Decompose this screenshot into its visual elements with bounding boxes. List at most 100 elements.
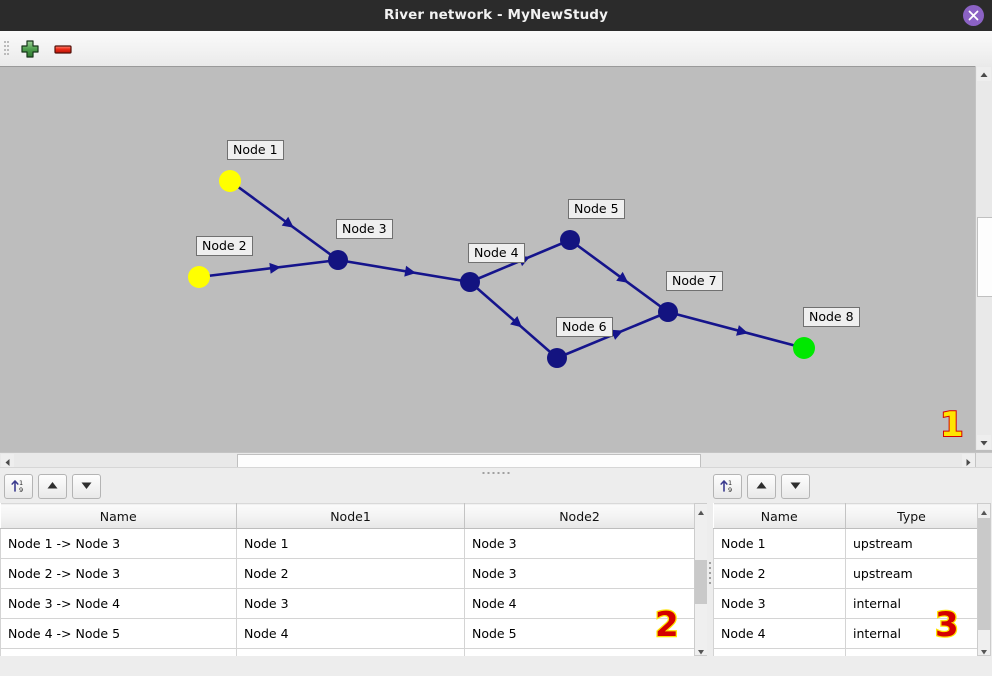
canvas-horizontal-scrollbar[interactable] xyxy=(0,452,976,469)
scroll-down-arrow-icon[interactable] xyxy=(977,435,991,449)
table-cell[interactable]: Node 3 xyxy=(464,558,694,589)
table-cell[interactable]: Node 3 xyxy=(713,588,846,619)
table-cell[interactable]: Node 4 xyxy=(713,618,846,649)
table-cell[interactable]: upstream xyxy=(845,528,977,559)
graph-node[interactable] xyxy=(658,302,678,322)
graph-edge[interactable] xyxy=(667,310,805,350)
table-cell[interactable]: Node 2 xyxy=(236,558,465,589)
table-cell[interactable]: internal xyxy=(845,618,977,649)
table-cell[interactable]: Node 5 xyxy=(464,618,694,649)
column-header-node1[interactable]: Node1 xyxy=(236,503,465,529)
graph-node-label[interactable]: Node 1 xyxy=(227,140,284,160)
graph-node[interactable] xyxy=(188,266,210,288)
sort-icon[interactable]: 1 9 xyxy=(713,474,742,499)
table-cell[interactable]: Node 1 xyxy=(236,528,465,559)
graph-node-label[interactable]: Node 7 xyxy=(666,271,723,291)
move-up-icon[interactable] xyxy=(38,474,67,499)
column-header-type[interactable]: Type xyxy=(845,503,977,529)
table-cell[interactable]: Node 2 -> Node 3 xyxy=(0,558,237,589)
delete-node-icon[interactable] xyxy=(52,38,74,60)
nodes-table-vertical-scrollbar[interactable] xyxy=(977,503,991,656)
move-down-icon[interactable] xyxy=(781,474,810,499)
canvas-vscroll-thumb[interactable] xyxy=(977,217,992,297)
graph-node-label[interactable]: Node 4 xyxy=(468,243,525,263)
table-cell[interactable]: Node 4 -> Node 5 xyxy=(0,618,237,649)
table-cell[interactable]: Node 4 xyxy=(236,618,465,649)
table-cell[interactable]: upstream xyxy=(845,558,977,589)
table-cell-empty xyxy=(236,648,465,656)
horizontal-splitter[interactable] xyxy=(0,467,992,477)
scrollbar-corner xyxy=(975,452,992,468)
graph-edge[interactable] xyxy=(337,258,471,284)
graph-node[interactable] xyxy=(328,250,348,270)
column-header-node2[interactable]: Node2 xyxy=(464,503,694,529)
scroll-right-arrow-icon[interactable] xyxy=(962,454,975,467)
column-header-name[interactable]: Name xyxy=(713,503,846,529)
table-cell[interactable]: Node 1 -> Node 3 xyxy=(0,528,237,559)
column-header-name[interactable]: Name xyxy=(0,503,237,529)
nodes-vscroll-thumb[interactable] xyxy=(978,518,990,630)
scroll-left-arrow-icon[interactable] xyxy=(1,454,14,467)
reaches-table-toolbar: 1 9 xyxy=(4,474,334,499)
canvas-vertical-scrollbar[interactable] xyxy=(975,66,992,450)
table-cell[interactable]: Node 2 xyxy=(713,558,846,589)
reaches-scroll-down-icon[interactable] xyxy=(695,643,707,655)
toolbar-grip[interactable] xyxy=(4,39,9,59)
table-row-empty[interactable] xyxy=(0,648,694,656)
reaches-table-vertical-scrollbar[interactable] xyxy=(694,503,708,656)
reaches-scroll-up-icon[interactable] xyxy=(695,504,707,516)
scroll-up-arrow-icon[interactable] xyxy=(977,67,991,81)
svg-text:1: 1 xyxy=(19,479,23,487)
sort-icon[interactable]: 1 9 xyxy=(4,474,33,499)
table-cell[interactable]: internal xyxy=(845,588,977,619)
graph-edge[interactable] xyxy=(229,179,339,262)
svg-text:9: 9 xyxy=(19,486,23,494)
table-cell-empty xyxy=(845,648,977,656)
move-down-icon[interactable] xyxy=(72,474,101,499)
table-cell[interactable]: Node 1 xyxy=(713,528,846,559)
nodes-scroll-up-icon[interactable] xyxy=(978,504,990,516)
edge-arrow-icon xyxy=(269,262,281,274)
graph-node[interactable] xyxy=(560,230,580,250)
graph-node[interactable] xyxy=(547,348,567,368)
table-cell-empty xyxy=(713,648,846,656)
edge-arrow-icon xyxy=(510,316,522,328)
graph-node-label[interactable]: Node 8 xyxy=(803,307,860,327)
add-node-icon[interactable] xyxy=(19,38,41,60)
table-cell[interactable]: Node 4 xyxy=(464,588,694,619)
close-icon[interactable] xyxy=(963,5,984,26)
river-network-canvas[interactable]: Node 1 Node 2 Node 3 Node 4 Node 5 Node 6 Node… xyxy=(0,66,992,465)
graph-node-label[interactable]: Node 2 xyxy=(196,236,253,256)
edge-arrow-icon xyxy=(281,216,294,228)
main-toolbar xyxy=(0,31,992,67)
graph-node[interactable] xyxy=(460,272,480,292)
move-up-icon[interactable] xyxy=(747,474,776,499)
graph-node-label[interactable]: Node 3 xyxy=(336,219,393,239)
graph-edge[interactable] xyxy=(469,281,558,359)
graph-node-label[interactable]: Node 6 xyxy=(556,317,613,337)
table-cell[interactable]: Node 3 xyxy=(236,588,465,619)
table-row-empty[interactable] xyxy=(713,648,977,656)
graph-node[interactable] xyxy=(219,170,241,192)
graph-node-label[interactable]: Node 5 xyxy=(568,199,625,219)
graph-node[interactable] xyxy=(793,337,815,359)
nodes-scroll-down-icon[interactable] xyxy=(978,643,990,655)
svg-text:9: 9 xyxy=(728,486,732,494)
vertical-splitter[interactable] xyxy=(707,476,713,676)
graph-edge[interactable] xyxy=(569,238,669,314)
table-cell[interactable]: Node 3 xyxy=(464,528,694,559)
reaches-vscroll-thumb[interactable] xyxy=(695,560,707,604)
graph-edge[interactable] xyxy=(198,258,339,279)
table-cell[interactable]: Node 3 -> Node 4 xyxy=(0,588,237,619)
